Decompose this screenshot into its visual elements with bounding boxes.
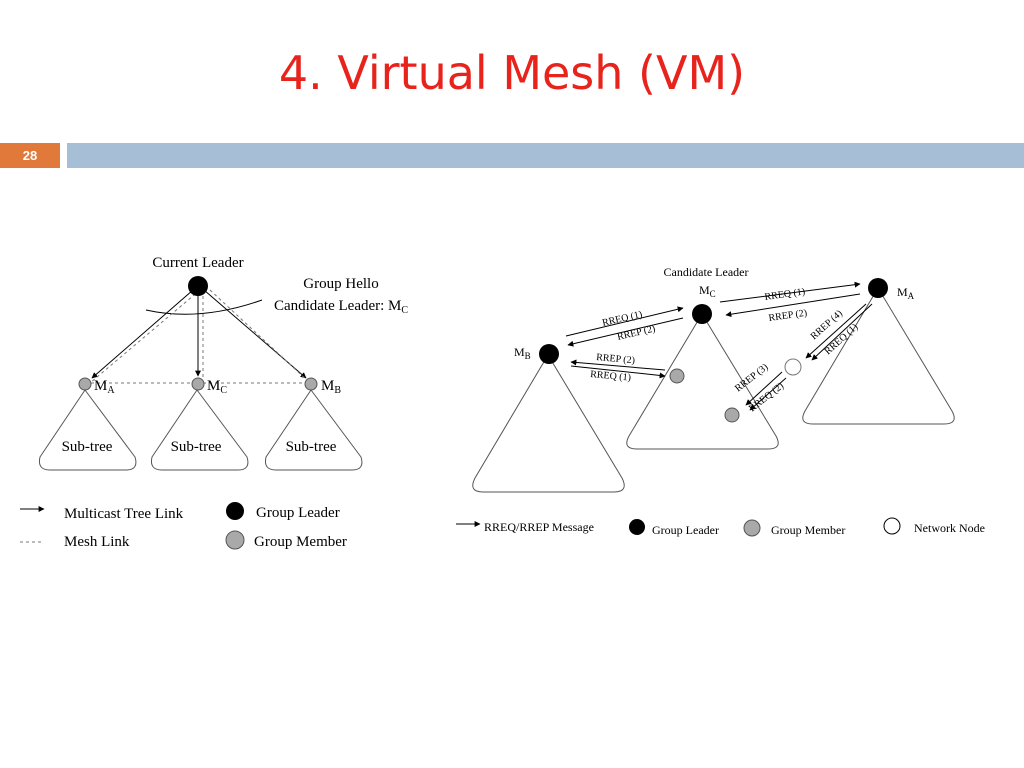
arrow-rreq1-ma-node xyxy=(811,303,873,361)
arrow-rrep2-ma-mc xyxy=(725,293,861,318)
mb-label: MB xyxy=(514,345,531,361)
legend-group-member-icon xyxy=(743,519,761,537)
right-diagram: Candidate Leader MC MA MB RREQ (1) RREP … xyxy=(456,265,985,537)
legend-mesh-link-label: Mesh Link xyxy=(64,534,130,550)
node-label-mc: MC xyxy=(207,378,227,396)
tree-link-ma xyxy=(91,289,194,379)
member-node-mc-2 xyxy=(724,407,740,423)
legend-group-leader-label: Group Leader xyxy=(256,505,340,521)
msg-rrep3: RREP (3) xyxy=(733,362,770,395)
legend-tree-link-label: Multicast Tree Link xyxy=(64,506,184,522)
slide-number: 28 xyxy=(0,143,60,168)
arrow-rreq1-mc-ma xyxy=(719,281,861,303)
arrow-rreq2 xyxy=(749,377,787,411)
mesh-link-leader-ma xyxy=(89,289,201,384)
legend-network-node-icon xyxy=(883,517,901,535)
subtree-label-mb: Sub-tree xyxy=(286,439,337,455)
subtree-mc xyxy=(151,389,249,471)
node-ma xyxy=(78,377,92,391)
network-node xyxy=(784,358,802,376)
slide-title: 4. Virtual Mesh (VM) xyxy=(278,46,746,100)
arrow-rrep4 xyxy=(805,303,867,359)
left-diagram: Current Leader Group Hello Candidate Lea… xyxy=(20,255,408,550)
title-bar xyxy=(67,143,1024,168)
current-leader-node xyxy=(188,276,208,296)
group-hello-arc xyxy=(145,299,263,315)
mc-label: MC xyxy=(699,283,716,299)
legend-group-member-icon xyxy=(225,530,245,550)
current-leader-label: Current Leader xyxy=(152,255,243,271)
leader-node-mc xyxy=(692,304,712,324)
leader-node-ma xyxy=(868,278,888,298)
msg-rreq1-mb: RREQ (1) xyxy=(601,309,643,329)
member-node-mc xyxy=(669,368,685,384)
msg-rrep2-ma: RREP (2) xyxy=(768,308,808,324)
node-label-ma: MA xyxy=(94,378,115,396)
mesh-link-leader-mb xyxy=(209,289,311,384)
msg-rrep2-member: RREP (2) xyxy=(596,352,636,366)
leader-node-mb xyxy=(539,344,559,364)
triangle-mb xyxy=(472,354,625,493)
msg-rrep2-mb: RREP (2) xyxy=(616,323,656,342)
arrow-rrep2-member-mb xyxy=(570,359,666,371)
subtree-label-mc: Sub-tree xyxy=(171,439,222,455)
legend-group-member-label: Group Member xyxy=(254,534,347,550)
ma-label: MA xyxy=(897,285,915,301)
legend-group-member-label: Group Member xyxy=(771,523,845,537)
legend-group-leader-label: Group Leader xyxy=(652,523,719,537)
arrow-rrep2-mc-mb xyxy=(567,317,684,347)
msg-rreq1-member: RREQ (1) xyxy=(590,369,632,384)
subtree-mb xyxy=(265,389,363,471)
arrow-rreq1-mb-mc xyxy=(565,306,684,337)
triangle-mc xyxy=(626,313,779,450)
group-hello-label: Group Hello xyxy=(303,276,378,292)
candidate-leader-label: Candidate Leader xyxy=(664,265,749,279)
node-label-mb: MB xyxy=(321,378,341,396)
legend-group-leader-icon xyxy=(226,502,244,520)
subtree-label-ma: Sub-tree xyxy=(62,439,113,455)
arrow-rrep3 xyxy=(745,371,783,406)
legend-network-node-label: Network Node xyxy=(914,521,985,535)
arrow-rreq1-mb-member xyxy=(570,365,666,379)
triangle-ma xyxy=(802,287,955,425)
node-mb xyxy=(304,377,318,391)
tree-link-mb xyxy=(203,289,307,379)
legend-message-label: RREQ/RREP Message xyxy=(484,520,594,534)
subtree-ma xyxy=(39,389,137,471)
node-mc xyxy=(191,377,205,391)
candidate-leader-label: Candidate Leader: MC xyxy=(274,298,408,316)
msg-rreq1-ma: RREQ (1) xyxy=(764,286,806,303)
legend-group-leader-icon xyxy=(629,519,645,535)
